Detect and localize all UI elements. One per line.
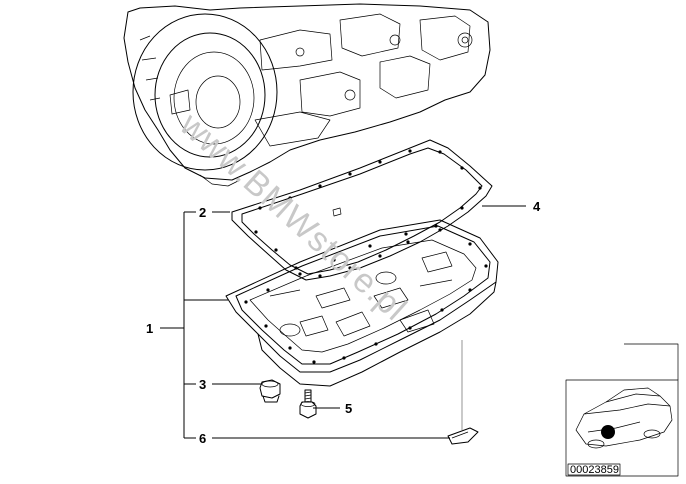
car-silhouette-icon xyxy=(575,387,673,449)
drain-plug xyxy=(259,379,281,403)
callout-5: 5 xyxy=(345,401,352,416)
callout-numbers: 1 2 3 4 5 6 xyxy=(146,199,541,446)
reference-code: 00023859 xyxy=(570,464,619,476)
callout-6: 6 xyxy=(199,431,206,446)
leader-lines xyxy=(160,205,526,439)
callout-2: 2 xyxy=(199,205,206,220)
vehicle-thumbnail: 00023859 xyxy=(565,343,679,477)
oil-pan-bolt-holes xyxy=(244,228,488,364)
callout-4: 4 xyxy=(533,199,541,214)
screw xyxy=(299,389,317,419)
seal-plate xyxy=(447,427,479,445)
transmission-housing xyxy=(123,3,491,187)
oil-pan-gasket xyxy=(231,139,493,281)
watermark-text: www.BMWstore.pl xyxy=(172,105,414,329)
oil-pan xyxy=(225,219,499,387)
callout-1: 1 xyxy=(146,321,153,336)
callout-3: 3 xyxy=(199,377,206,392)
gasket-bolt-holes xyxy=(254,149,482,278)
